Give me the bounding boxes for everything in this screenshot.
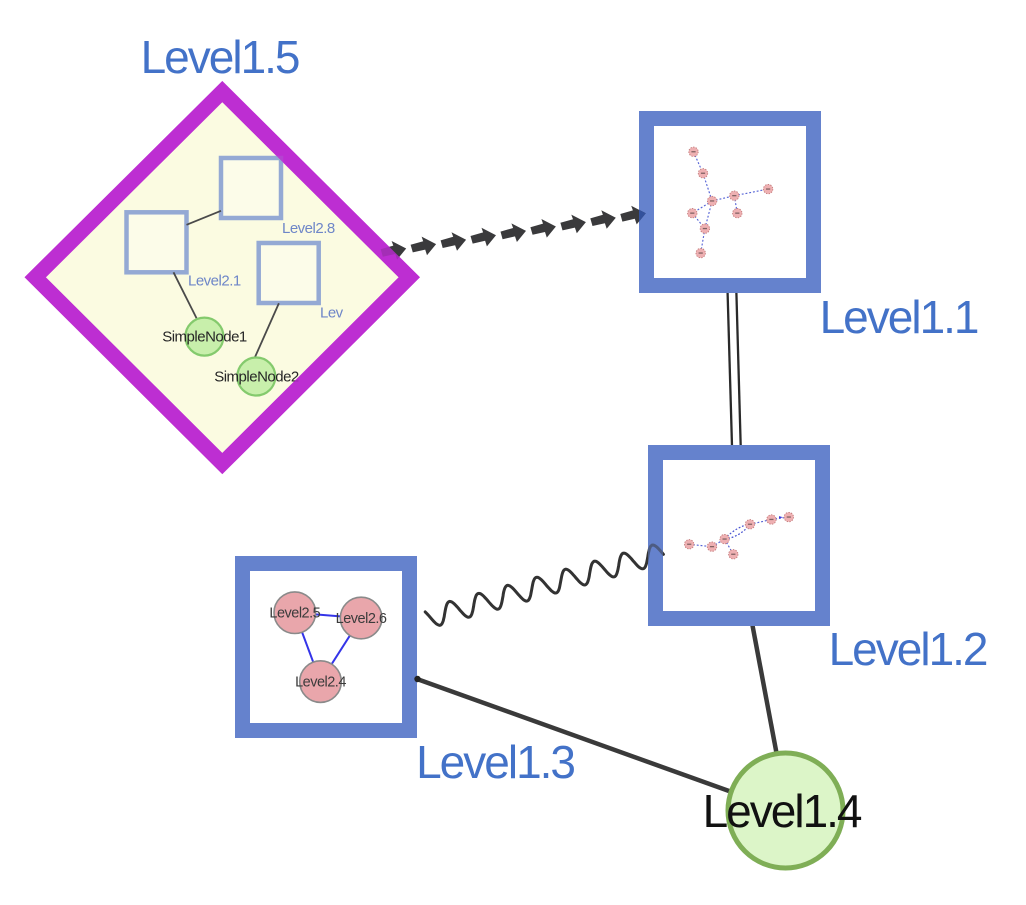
svg-text:Level1.5: Level1.5 — [141, 31, 299, 83]
svg-text:Level1.4: Level1.4 — [703, 785, 862, 837]
svg-text:Level2.6: Level2.6 — [336, 611, 387, 627]
svg-text:SimpleNode1: SimpleNode1 — [162, 329, 247, 346]
svg-text:Level1.1: Level1.1 — [820, 291, 978, 343]
svg-text:Level2.4: Level2.4 — [295, 675, 346, 691]
svg-text:Level2.1: Level2.1 — [188, 273, 241, 290]
svg-text:Level1.2: Level1.2 — [829, 623, 987, 675]
svg-text:Lev: Lev — [320, 305, 344, 322]
svg-text:Level1.3: Level1.3 — [416, 736, 574, 788]
svg-text:SimpleNode2: SimpleNode2 — [214, 369, 299, 386]
svg-text:Level2.8: Level2.8 — [282, 220, 335, 237]
svg-text:Level2.5: Level2.5 — [269, 606, 320, 622]
